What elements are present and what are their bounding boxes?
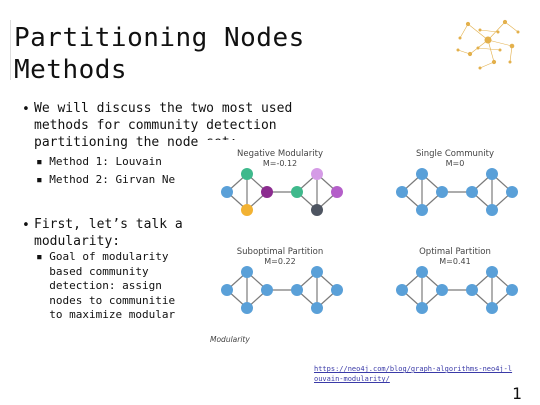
- graph-node: [241, 204, 253, 216]
- graph-node: [466, 284, 478, 296]
- modularity-figure: Negative Modularity M=-0.12 Single Commu…: [205, 140, 540, 355]
- graph-node: [311, 266, 323, 278]
- graph-node: [486, 266, 498, 278]
- graph-node: [506, 284, 518, 296]
- title-divider: [10, 20, 11, 80]
- graph-node: [416, 266, 428, 278]
- sub-bullet-text: Method 1: Louvain: [49, 155, 162, 168]
- graph-node: [486, 302, 498, 314]
- sub-bullet-text: based community: [49, 264, 149, 278]
- slide-title: Partitioning Nodes Methods: [14, 22, 434, 86]
- graph-node: [506, 186, 518, 198]
- sub-bullet-list: ▪ Goal of modularity based community det…: [36, 250, 208, 323]
- sub-bullet-text: to maximize modular: [49, 308, 176, 322]
- graph-node: [416, 302, 428, 314]
- sub-bullet-line: to maximize modular: [36, 308, 208, 323]
- graph-node: [436, 284, 448, 296]
- panel-metric: M=-0.12: [263, 159, 297, 168]
- bullet-icon: •: [22, 102, 30, 117]
- graph-node: [311, 168, 323, 180]
- graph-node: [241, 302, 253, 314]
- sub-bullet-line: based community: [36, 265, 208, 280]
- panel-title: Negative Modularity: [237, 149, 323, 159]
- graph-node: [291, 186, 303, 198]
- source-link[interactable]: https://neo4j.com/blog/graph-algorithms-…: [314, 364, 540, 384]
- graph-node: [261, 284, 273, 296]
- graph-node: [291, 284, 303, 296]
- sub-bullet-text: detection: assign: [49, 279, 162, 293]
- bullet-line: First, let’s talk a: [34, 217, 183, 232]
- bullet-line: modularity:: [34, 234, 121, 249]
- graph-node: [311, 204, 323, 216]
- sub-bullet-text: nodes to communitie: [49, 293, 176, 307]
- sub-bullet-text: Goal of modularity: [49, 250, 169, 263]
- graph-node: [261, 186, 273, 198]
- bullet-line: partitioning the node set:: [34, 135, 238, 150]
- graph-node: [241, 266, 253, 278]
- graph-node: [486, 204, 498, 216]
- graph-node: [396, 186, 408, 198]
- sub-bullet-list: ▪ Method 1: Louvain ▪ Method 2: Girvan N…: [36, 153, 175, 189]
- bullet-icon: •: [22, 218, 30, 233]
- graph-node: [436, 186, 448, 198]
- graph-node: [311, 302, 323, 314]
- sub-bullet-line: ▪ Goal of modularity: [36, 250, 169, 263]
- figure-caption: Modularity: [210, 335, 250, 344]
- title-line: Partitioning Nodes: [14, 23, 305, 53]
- bullet-line: We will discuss the two most used: [34, 101, 293, 116]
- panel-metric: M=0: [446, 159, 465, 168]
- panel-metric: M=0.22: [264, 257, 295, 266]
- logo-icon: [456, 19, 520, 70]
- sub-bullet-item: ▪ Method 1: Louvain: [36, 155, 162, 168]
- bullet-item: • We will discuss the two most used meth…: [22, 100, 362, 151]
- sub-bullet-line: nodes to communitie: [36, 294, 208, 309]
- graph-node: [416, 168, 428, 180]
- panel-title: Single Community: [416, 149, 494, 159]
- graph-panels: [221, 168, 518, 314]
- graph-node: [331, 186, 343, 198]
- panel-title: Optimal Partition: [419, 247, 491, 257]
- link-line[interactable]: ouvain-modularity/: [314, 375, 390, 383]
- graph-node: [396, 284, 408, 296]
- sub-bullet-line: detection: assign: [36, 279, 208, 294]
- link-line[interactable]: https://neo4j.com/blog/graph-algorithms-…: [314, 365, 513, 373]
- bullet-line: methods for community detection: [34, 118, 277, 133]
- graph-node: [241, 168, 253, 180]
- title-line: Methods: [14, 55, 128, 85]
- bullet-item: • First, let’s talk a modularity:: [22, 216, 212, 250]
- panel-title: Suboptimal Partition: [237, 247, 323, 257]
- graph-node: [416, 204, 428, 216]
- graph-node: [486, 168, 498, 180]
- graph-node: [221, 186, 233, 198]
- graph-node: [221, 284, 233, 296]
- sub-bullet-text: Method 2: Girvan Ne: [49, 173, 176, 186]
- sub-bullet-item: ▪ Method 2: Girvan Ne: [36, 173, 176, 186]
- page-number: 1: [512, 384, 522, 403]
- graph-node: [466, 186, 478, 198]
- modularity-diagram: Negative Modularity M=-0.12 Single Commu…: [210, 149, 518, 344]
- graph-node: [331, 284, 343, 296]
- panel-metric: M=0.41: [439, 257, 470, 266]
